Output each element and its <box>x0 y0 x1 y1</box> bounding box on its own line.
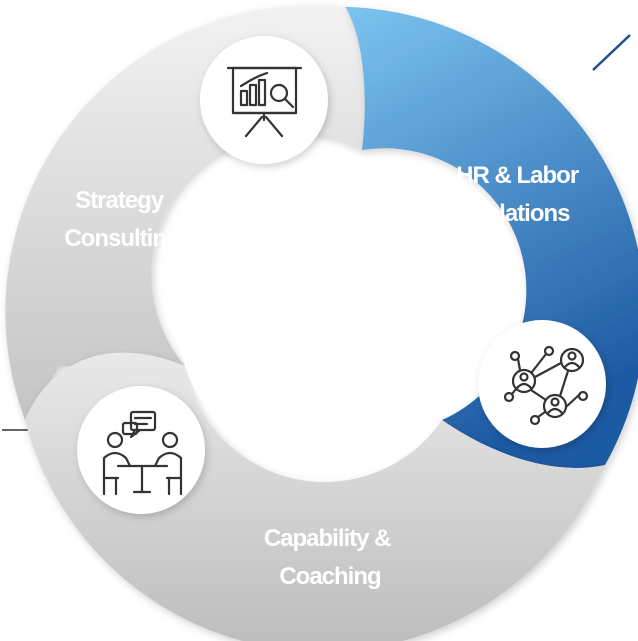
badge-capability <box>77 386 205 514</box>
network-people-icon <box>503 345 589 426</box>
hr-label-line-1: HR & Labor <box>456 162 579 189</box>
hr-label: HR & Labor Relations <box>456 162 584 227</box>
strategy-label-line-1: Strategy <box>75 187 165 214</box>
capability-label-line-1: Capability & <box>264 525 391 552</box>
strategy-label-line-2: Consulting <box>64 225 180 252</box>
center-hole <box>179 184 461 466</box>
capability-label-line-2: Coaching <box>279 563 381 590</box>
strategy-label: Strategy Consulting <box>64 187 180 252</box>
badge-hr <box>478 320 606 448</box>
connector-line-right <box>592 34 631 71</box>
hr-label-line-2: Relations <box>470 200 570 227</box>
capability-label: Capability & Coaching <box>264 525 396 590</box>
meeting-table-icon <box>102 410 183 496</box>
presentation-chart-icon <box>226 66 303 138</box>
